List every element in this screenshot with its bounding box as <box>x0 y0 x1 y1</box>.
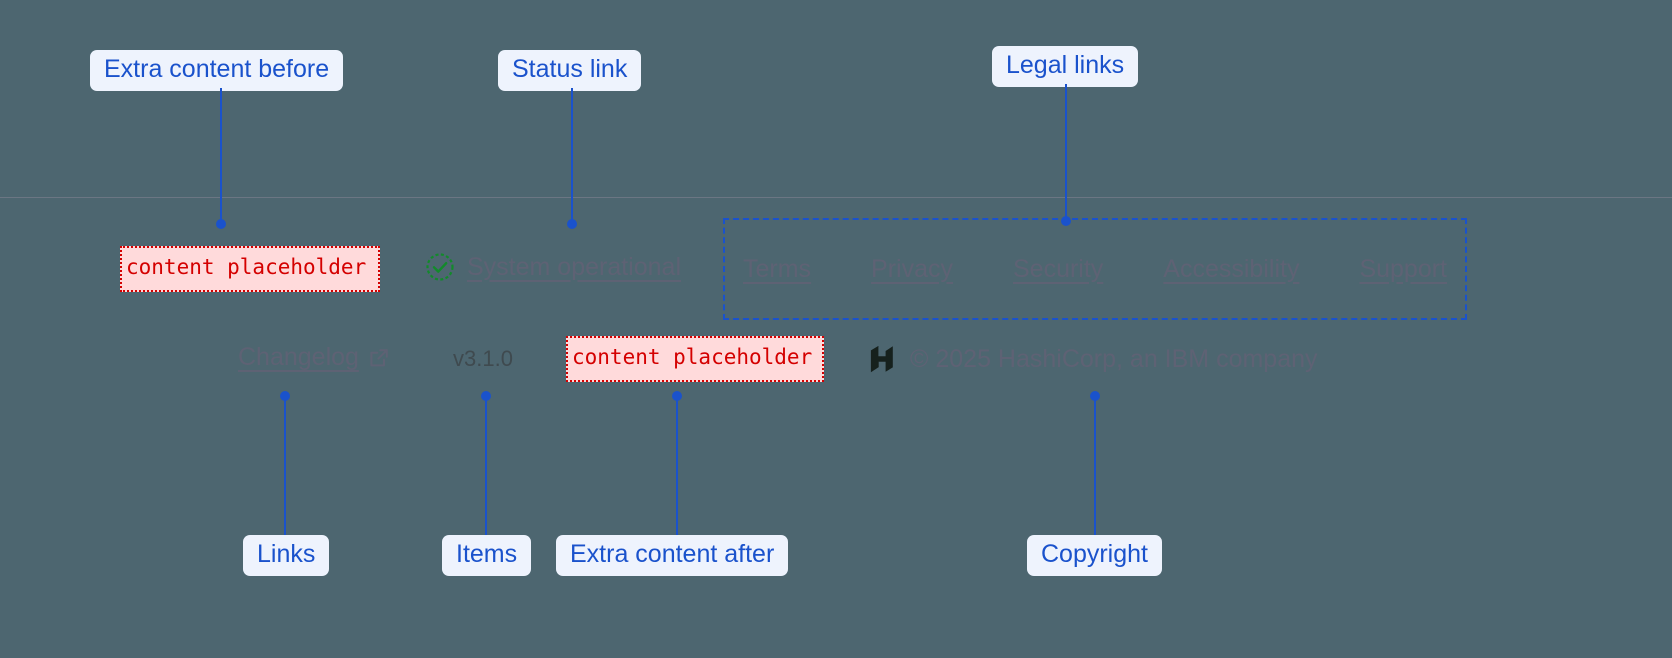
hashicorp-logo <box>868 344 896 374</box>
extra-content-after-slot: content placeholder <box>566 336 824 382</box>
annotation-label-extra-content-before: Extra content before <box>90 50 344 91</box>
changelog-label: Changelog <box>238 343 359 371</box>
footer-item-version: v3.1.0 <box>453 346 513 371</box>
annotation-leader-status-link <box>571 88 573 224</box>
copyright-text: © 2025 HashiCorp, an IBM company <box>910 344 1318 373</box>
extra-content-before-slot: content placeholder <box>120 246 380 292</box>
annotation-dot-extra-content-after <box>672 391 682 401</box>
annotation-dot-status-link <box>567 219 577 229</box>
annotation-leader-extra-content-before <box>220 88 222 224</box>
status-label: System operational <box>467 252 682 281</box>
annotation-dot-copyright <box>1090 391 1100 401</box>
legal-link-terms[interactable]: Terms <box>743 254 812 283</box>
legal-links-group: Terms Privacy Security Accessibility Sup… <box>723 218 1467 320</box>
annotation-leader-legal-links <box>1065 84 1067 221</box>
annotation-dot-extra-content-before <box>216 219 226 229</box>
legal-link-security[interactable]: Security <box>1013 254 1104 283</box>
annotation-leader-extra-content-after <box>676 396 678 536</box>
annotation-label-status-link: Status link <box>498 50 642 91</box>
annotation-label-legal-links: Legal links <box>992 46 1139 87</box>
annotation-dot-items <box>481 391 491 401</box>
annotation-leader-items <box>485 396 487 536</box>
footer-top-divider <box>0 197 1672 198</box>
annotation-label-links: Links <box>243 535 330 576</box>
footer-link-changelog[interactable]: Changelog <box>238 343 390 372</box>
annotation-dot-links <box>280 391 290 401</box>
annotation-label-copyright: Copyright <box>1027 535 1162 576</box>
legal-link-accessibility[interactable]: Accessibility <box>1163 254 1300 283</box>
annotation-label-items: Items <box>442 535 532 576</box>
check-circle-icon <box>425 252 455 282</box>
annotation-leader-links <box>284 396 286 536</box>
copyright-block: © 2025 HashiCorp, an IBM company <box>868 344 1318 374</box>
annotation-label-extra-content-after: Extra content after <box>556 535 789 576</box>
legal-link-privacy[interactable]: Privacy <box>871 254 954 283</box>
external-link-icon <box>368 347 390 369</box>
legal-link-support[interactable]: Support <box>1359 254 1447 283</box>
status-link[interactable]: System operational <box>425 252 681 282</box>
annotation-leader-copyright <box>1094 396 1096 536</box>
